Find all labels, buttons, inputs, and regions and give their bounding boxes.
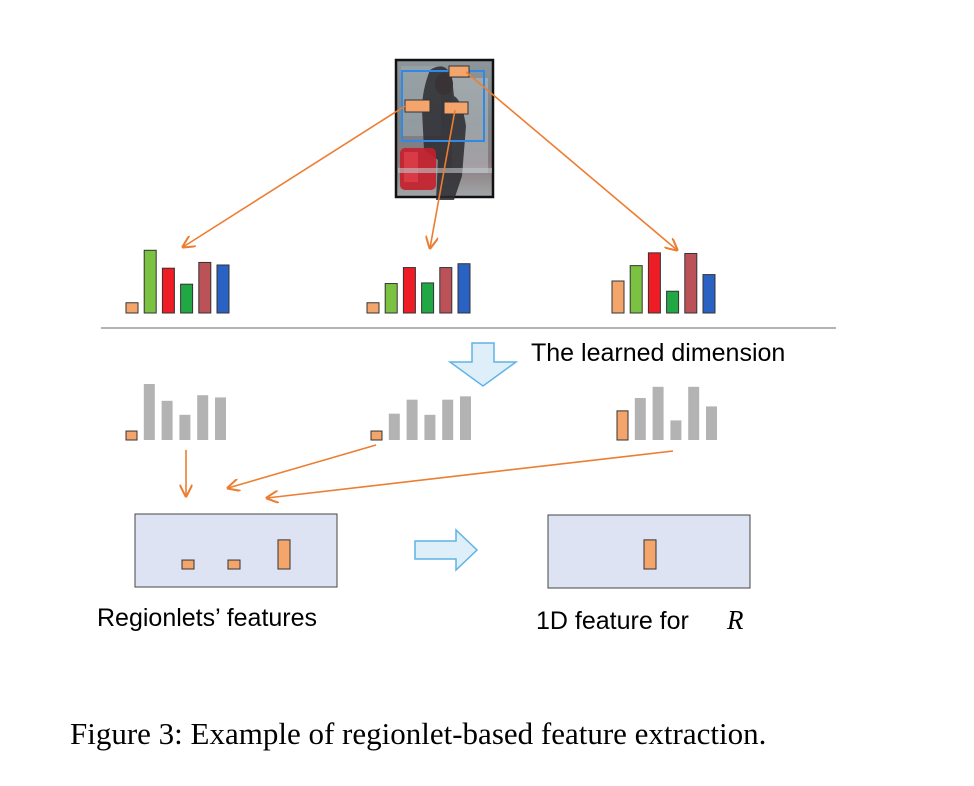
faded-hist-3-bar-4 (670, 420, 682, 440)
hist-1-bar-6 (216, 264, 230, 314)
faded-hist-3-bar-5 (688, 386, 700, 440)
feature-1d-label: 1D feature for (536, 607, 689, 635)
pool-arrow-3 (267, 450, 674, 498)
faded-hist-1-bar-3 (161, 400, 173, 440)
hist-3-bar-5 (684, 252, 698, 314)
faded-hist-3-bar-6 (706, 406, 717, 440)
hist-1-bar-1 (125, 302, 139, 314)
regionlet-feature-bar-3 (277, 539, 291, 570)
faded-hist-3-bar-1 (616, 410, 629, 441)
hist-3-bar-2 (629, 265, 643, 314)
down-block-arrow (447, 342, 519, 387)
pedestrian-image (394, 58, 495, 200)
faded-hist-2-bar-5 (442, 399, 454, 440)
hist-2-bar-6 (457, 263, 471, 314)
faded-hist-2-bar-2 (388, 413, 400, 440)
learned-dimension-label: The learned dimension (531, 339, 785, 367)
hist-3-bar-1 (611, 280, 625, 314)
faded-hist-1-bar-1 (125, 430, 138, 441)
hist-1-bar-3 (161, 267, 175, 314)
faded-hist-3-bar-3 (652, 386, 664, 440)
arrow-to-hist-2 (430, 109, 456, 248)
hist-1-bar-2 (143, 249, 157, 314)
pool-arrow-2 (228, 444, 377, 488)
hist-2-bar-2 (384, 283, 398, 314)
feature-1d-bar (643, 539, 657, 570)
right-block-arrow (414, 528, 479, 572)
faded-hist-2-bar-6 (460, 396, 471, 440)
hist-2-bar-1 (366, 302, 380, 314)
regionlet-feature-bar-2 (227, 559, 241, 570)
faded-hist-2-bar-4 (424, 414, 436, 440)
faded-hist-2-bar-3 (406, 399, 418, 440)
colored-histograms (125, 249, 716, 314)
hist-3-bar-3 (647, 252, 661, 314)
arrow-to-hist-1 (183, 105, 406, 247)
pooling-arrows (186, 444, 674, 498)
feature-1d-bars (643, 539, 657, 570)
faded-hist-1-bar-6 (215, 397, 226, 440)
faded-hist-1-bar-5 (197, 395, 209, 440)
arrow-to-hist-3 (465, 71, 677, 250)
hist-1-bar-5 (198, 261, 212, 314)
regionlets-feature-bars (181, 539, 291, 570)
faded-hist-2-bar-1 (370, 430, 383, 441)
faded-hist-3-bar-2 (634, 398, 646, 440)
extraction-arrows (183, 71, 677, 250)
regionlet-feature-bar-1 (181, 559, 195, 570)
faded-hist-1-bar-4 (179, 414, 191, 440)
hist-2-bar-4 (421, 282, 435, 314)
faded-histograms (125, 384, 717, 441)
regionlets-feature-box (134, 513, 338, 588)
faded-hist-1-bar-2 (143, 384, 155, 440)
hist-3-bar-6 (702, 274, 716, 314)
hist-2-bar-5 (439, 267, 453, 314)
hist-1-bar-4 (180, 283, 194, 314)
hist-3-bar-4 (666, 290, 680, 314)
hist-2-bar-3 (402, 267, 416, 314)
figure-caption: Figure 3: Example of regionlet-based fea… (70, 716, 766, 751)
feature-r-symbol: R (726, 605, 744, 635)
regionlets-features-label: Regionlets’ features (97, 604, 317, 632)
